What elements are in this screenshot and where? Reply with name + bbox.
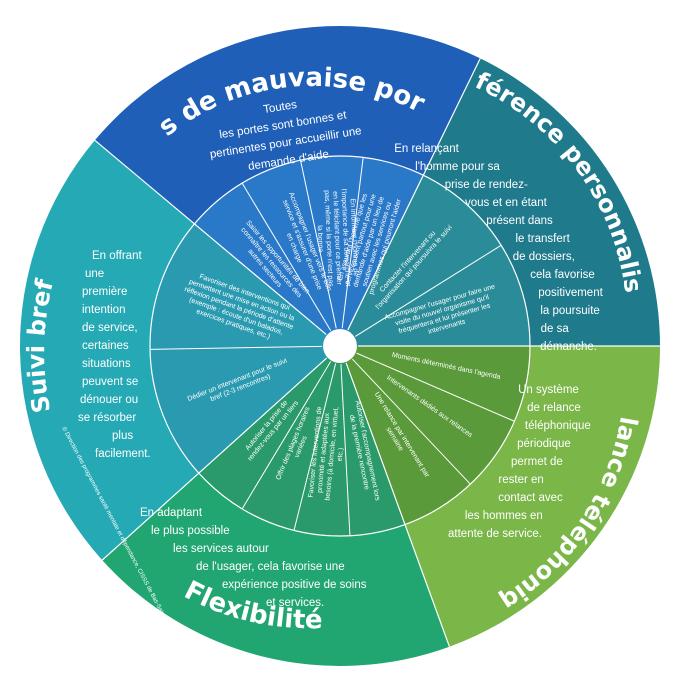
- inner-spoke: [354, 244, 502, 337]
- outer-line: se résorber: [78, 412, 136, 424]
- inner-sector-pas-de-mauvaise-porte: [194, 155, 424, 346]
- outer-line: de sa: [541, 323, 570, 335]
- outer-line: intention: [82, 304, 125, 316]
- inner-item-line: en le félicitant pour ce premier: [331, 191, 342, 286]
- sector-dividers: [94, 58, 660, 647]
- inner-spoke: [356, 352, 515, 422]
- outer-line: plus: [112, 430, 133, 442]
- outer-sector-flexibilite: [102, 473, 450, 666]
- outer-line: permet de: [511, 456, 563, 468]
- outer-sector-reference-personnalisee: [423, 58, 660, 347]
- outer-line: positivement: [538, 287, 603, 299]
- outer-line: En adaptant: [140, 507, 203, 519]
- outer-line: facilement.: [95, 448, 151, 460]
- inner-sector-reference-personnalisee: [340, 175, 530, 346]
- sector-boundary: [345, 362, 451, 647]
- outer-line: périodique: [517, 438, 571, 450]
- outer-line: prise de rendez-: [445, 179, 528, 191]
- outer-line: En relançant: [394, 143, 459, 155]
- sector-boundary: [101, 357, 328, 561]
- inner-spoke: [300, 160, 337, 329]
- inner-sector-suivi-bref: [150, 223, 340, 474]
- outer-line: certaines: [82, 340, 129, 352]
- inner-spoke: [351, 358, 471, 485]
- outer-line: une: [85, 268, 104, 280]
- outer-line: présent dans: [486, 215, 553, 227]
- inner-ring: [150, 155, 530, 537]
- outer-text-reference-personnalisee: En relançant l'homme pour sa prise de re…: [394, 143, 606, 353]
- sector-boundary: [94, 139, 327, 335]
- outer-line: cela favorise: [530, 269, 595, 281]
- outer-line: le plus possible: [151, 525, 230, 537]
- outer-ring: [19, 25, 660, 666]
- inner-item-line: pas, même si la porte n'est pas: [323, 190, 334, 287]
- outer-line: de l'usager, cela favorise une: [196, 561, 345, 573]
- outer-line: téléphonique: [525, 420, 591, 432]
- outer-sector-suivi-bref: [19, 140, 199, 561]
- outer-text-relance-telephonique: Un système de relance téléphonique pério…: [448, 384, 594, 540]
- outer-line: de relance: [527, 402, 581, 414]
- inner-spoke: [293, 363, 337, 531]
- outer-line: rester en: [498, 474, 543, 486]
- outer-line: première: [82, 286, 127, 298]
- outer-line: les hommes en: [465, 510, 543, 522]
- outer-line: et services.: [266, 597, 324, 609]
- inner-item-line: la bonne: [316, 225, 324, 252]
- outer-line: dénouer ou: [80, 394, 138, 406]
- outer-line: l'homme pour sa: [415, 161, 500, 173]
- sector-boundary: [347, 58, 481, 331]
- inner-item-line: l'importance de sa démarche et: [340, 189, 351, 287]
- outer-line: Un système: [518, 384, 579, 396]
- inner-spoke: [241, 361, 332, 510]
- inner-item-line: En informant l'homme de: [349, 198, 359, 276]
- inner-item-line: etc.): [337, 447, 345, 461]
- inner-sector-flexibilite: [198, 346, 405, 537]
- outer-line: vous et en étant: [465, 197, 548, 209]
- outer-line: les services autour: [173, 543, 269, 555]
- outer-line: En offrant: [92, 250, 142, 262]
- outer-sector-relance-telephonique: [404, 346, 660, 647]
- outer-line: de service,: [82, 322, 138, 334]
- outer-line: expérience positive de soins: [222, 579, 367, 591]
- center-hub: [323, 329, 357, 363]
- inner-spoke: [341, 157, 364, 329]
- inner-ring-outline: [149, 155, 531, 537]
- inner-sector-relance-telephonique: [340, 346, 530, 525]
- inner-item-pas-de-mauvaise-porte-3: En assurant l'homme que lesservices sont…: [336, 188, 404, 295]
- inner-spoke: [340, 363, 351, 536]
- outer-line: le transfert: [515, 233, 570, 245]
- outer-text-flexibilite: En adaptant le plus possible les service…: [140, 507, 370, 609]
- outer-line: peuvent se: [82, 376, 138, 388]
- inner-spoke: [150, 345, 323, 350]
- outer-text-suivi-bref: En offrant une première intention de ser…: [78, 250, 151, 460]
- outer-line: démanche.: [540, 341, 597, 353]
- outer-sector-pas-de-mauvaise-porte: [94, 25, 481, 224]
- outer-line: situations: [82, 358, 131, 370]
- inner-item-pas-de-mauvaise-porte-2: En informant l'homme del'importance de s…: [314, 188, 359, 287]
- outer-line: de dossiers,: [513, 251, 575, 263]
- outer-line: contact avec: [498, 492, 563, 504]
- outer-line: la poursuite: [540, 305, 599, 317]
- outer-line: Toutes: [262, 99, 298, 116]
- outer-line: attente de service.: [448, 528, 542, 540]
- inner-spoke: [241, 182, 332, 331]
